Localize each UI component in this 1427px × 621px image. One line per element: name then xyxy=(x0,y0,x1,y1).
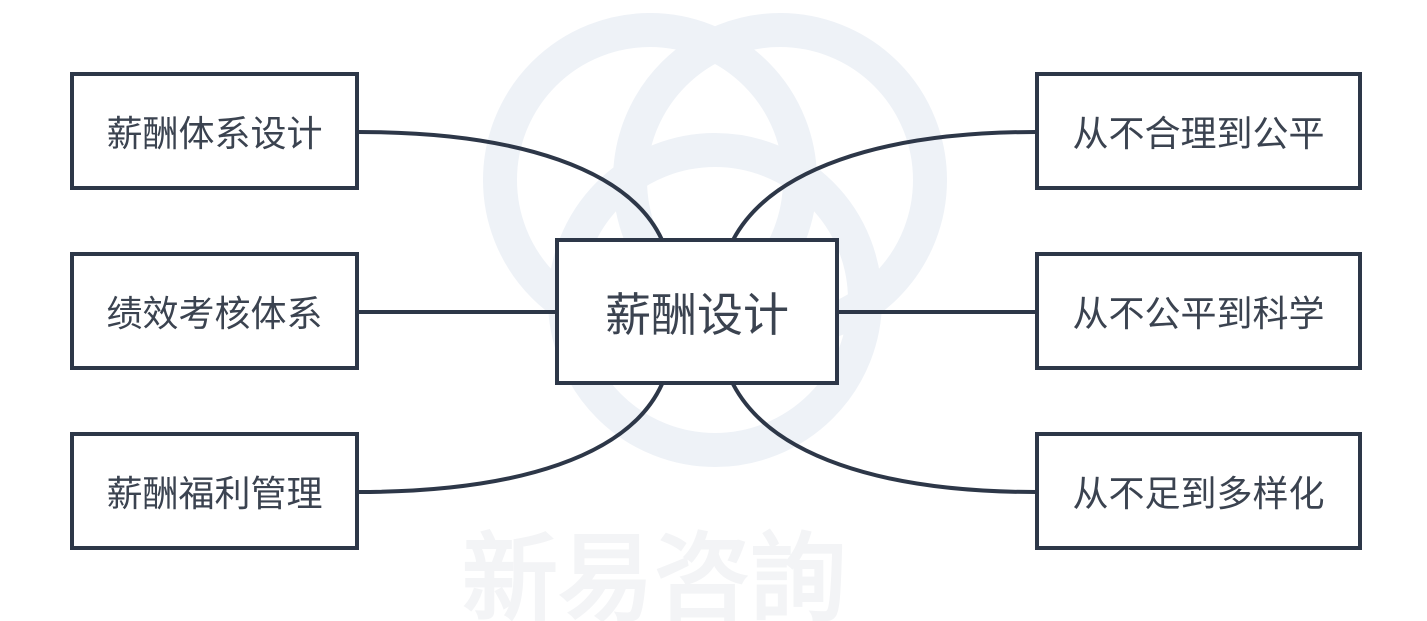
node-left-2: 绩效考核体系 xyxy=(70,252,359,370)
connector-left-top xyxy=(357,130,664,241)
node-right-3-label: 从不足到多样化 xyxy=(1072,474,1325,515)
watermark-text: 新易咨詢 xyxy=(462,523,846,621)
node-left-3-label: 薪酬福利管理 xyxy=(106,474,323,515)
node-right-2: 从不公平到科学 xyxy=(1035,252,1362,370)
node-left-1: 薪酬体系设计 xyxy=(70,72,359,190)
node-right-1: 从不合理到公平 xyxy=(1035,72,1362,190)
node-left-3: 薪酬福利管理 xyxy=(70,432,359,550)
node-center: 薪酬设计 xyxy=(555,238,839,385)
node-right-3: 从不足到多样化 xyxy=(1035,432,1362,550)
connector-right-top xyxy=(731,130,1037,241)
connector-left-bottom xyxy=(357,383,664,494)
node-left-1-label: 薪酬体系设计 xyxy=(106,114,323,155)
watermark-logo-text: 新易咨詢 xyxy=(462,520,962,621)
node-left-2-label: 绩效考核体系 xyxy=(106,294,323,335)
node-center-label: 薪酬设计 xyxy=(605,287,789,342)
connector-right-bottom xyxy=(731,383,1037,494)
node-right-2-label: 从不公平到科学 xyxy=(1072,294,1325,335)
node-right-1-label: 从不合理到公平 xyxy=(1072,114,1325,155)
